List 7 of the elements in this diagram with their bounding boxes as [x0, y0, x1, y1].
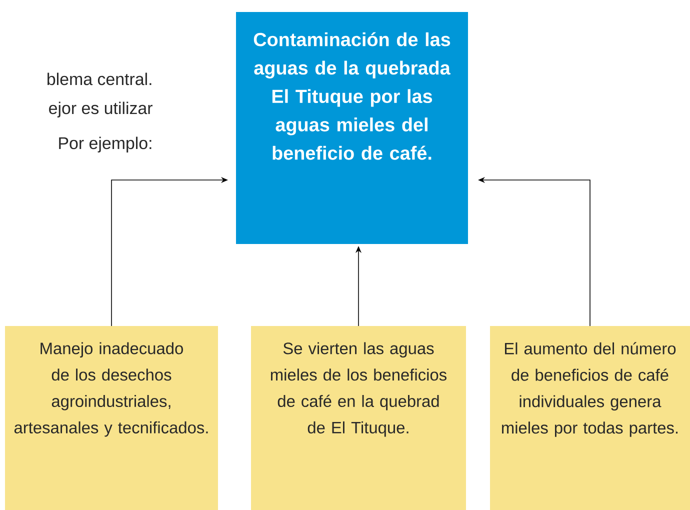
cause-box: Se vierten las aguas mieles de los beneficios de café en la quebrad de El Tituque. [251, 326, 466, 510]
intro-text: ejor es utilizar [49, 102, 152, 118]
problem-box: Contaminación de las aguas de la quebrada El Tituque por las aguas mieles del beneficio de café. [236, 12, 468, 244]
cause-box: El aumento del número de beneficios de café individuales genera mieles por todas partes. [490, 326, 690, 510]
intro-text: Por ejemplo: [59, 136, 152, 152]
cause-box: Manejo inadecuado de los desechos agroindustriales, artesanales y tecnificados. [5, 326, 218, 510]
intro-text: blema central. [48, 72, 152, 86]
